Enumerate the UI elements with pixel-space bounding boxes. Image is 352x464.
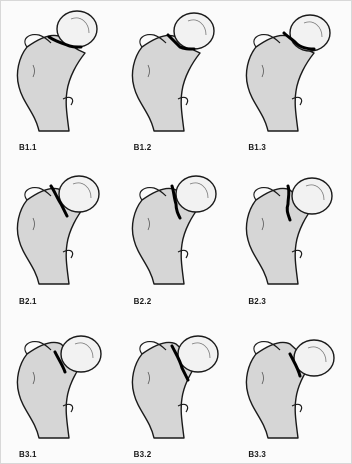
femur-illustration xyxy=(5,3,119,133)
femur-group xyxy=(17,176,99,284)
femoral-head xyxy=(178,336,218,372)
femoral-head xyxy=(290,15,330,51)
femur-illustration xyxy=(120,3,234,133)
fracture-cell-b1-1: B1.1 xyxy=(5,3,120,156)
femoral-head xyxy=(59,176,99,212)
femur-group xyxy=(132,176,216,284)
classification-label: B1.1 xyxy=(19,143,37,152)
femoral-head xyxy=(292,178,332,214)
femur-group xyxy=(17,11,97,131)
fracture-cell-b1-3: B1.3 xyxy=(234,3,349,156)
fracture-cell-b2-2: B2.2 xyxy=(120,156,235,309)
fracture-grid: B1.1 B1.2 B1.3 B2.1 B2.2 B2.3 B3.1 B3.2 xyxy=(5,3,349,463)
fracture-cell-b1-2: B1.2 xyxy=(120,3,235,156)
femur-illustration xyxy=(5,156,119,286)
fracture-cell-b3-1: B3.1 xyxy=(5,310,120,463)
classification-label: B1.2 xyxy=(134,143,152,152)
fracture-cell-b3-3: B3.3 xyxy=(234,310,349,463)
femoral-head xyxy=(57,11,97,47)
femur-group xyxy=(17,336,101,438)
fracture-cell-b3-2: B3.2 xyxy=(120,310,235,463)
classification-label: B2.3 xyxy=(248,297,266,306)
femur-illustration xyxy=(120,156,234,286)
femoral-head xyxy=(176,176,216,212)
femur-illustration xyxy=(234,310,348,440)
classification-label: B2.1 xyxy=(19,297,37,306)
femoral-head xyxy=(294,340,334,376)
femoral-head xyxy=(174,13,214,49)
classification-label: B3.1 xyxy=(19,450,37,459)
femur-group xyxy=(247,178,333,284)
fracture-cell-b2-3: B2.3 xyxy=(234,156,349,309)
classification-label: B3.2 xyxy=(134,450,152,459)
femur-illustration xyxy=(120,310,234,440)
classification-label: B1.3 xyxy=(248,143,266,152)
femur-illustration xyxy=(5,310,119,440)
femur-group xyxy=(132,13,214,131)
femur-illustration xyxy=(234,156,348,286)
femoral-head xyxy=(61,336,101,372)
femur-group xyxy=(247,15,331,131)
classification-label: B3.3 xyxy=(248,450,266,459)
femur-group xyxy=(132,336,218,438)
femur-shaft xyxy=(17,35,85,131)
classification-label: B2.2 xyxy=(134,297,152,306)
femur-illustration xyxy=(234,3,348,133)
femur-group xyxy=(247,340,335,438)
fracture-cell-b2-1: B2.1 xyxy=(5,156,120,309)
